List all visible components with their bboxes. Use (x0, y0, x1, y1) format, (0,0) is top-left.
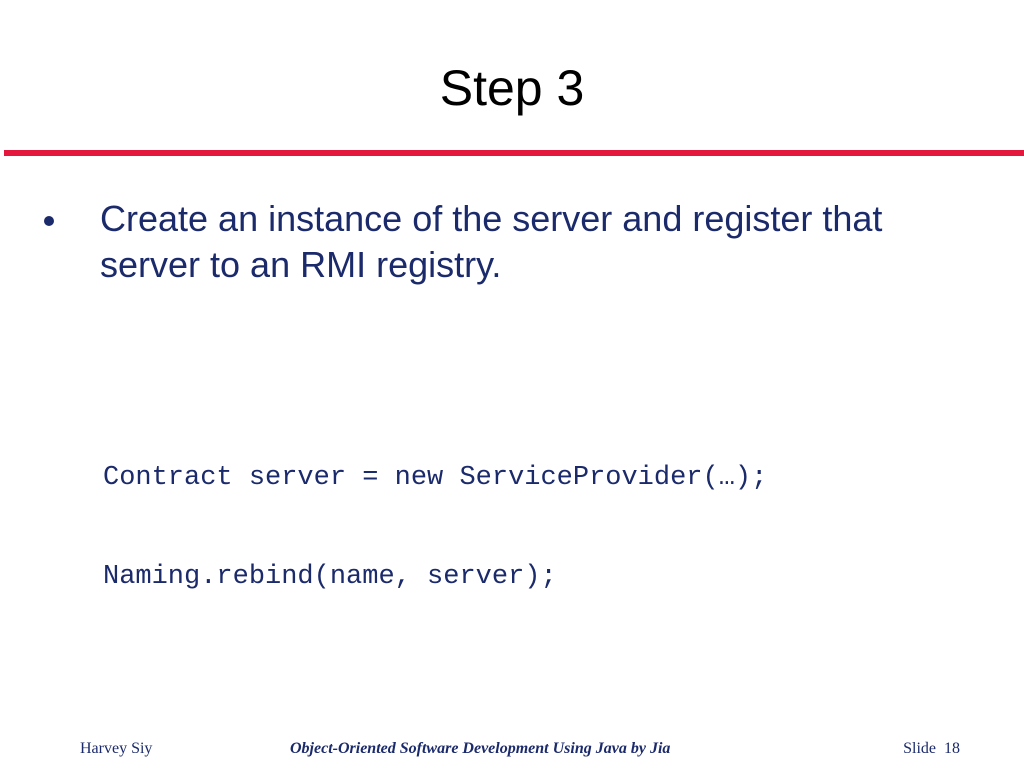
footer-author: Harvey Siy (80, 740, 153, 757)
footer-slide-number: 18 (944, 740, 960, 757)
footer-course-title: Object-Oriented Software Development Usi… (290, 740, 671, 757)
code-line: Naming.rebind(name, server); (103, 562, 557, 592)
bullet-text: Create an instance of the server and reg… (100, 198, 883, 285)
code-line: Contract server = new ServiceProvider(…)… (103, 463, 768, 493)
bullet-list: Create an instance of the server and reg… (0, 196, 1024, 288)
code-block: Contract server = new ServiceProvider(…)… (103, 396, 767, 660)
footer-slide-indicator: Slide 18 (903, 737, 960, 761)
bullet-dot-icon (44, 216, 54, 226)
footer-slide-label: Slide (903, 740, 936, 757)
bullet-item: Create an instance of the server and reg… (0, 196, 1024, 288)
title-divider (4, 150, 1024, 156)
slide-title: Step 3 (439, 60, 585, 116)
slide-footer: Harvey Siy Object-Oriented Software Deve… (0, 737, 1024, 761)
